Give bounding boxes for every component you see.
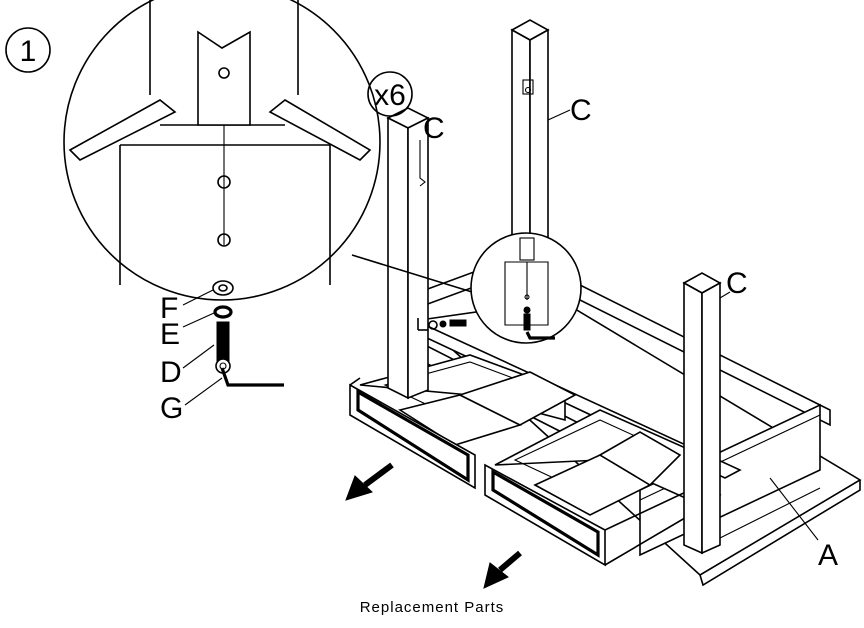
label-c-right: C [726,267,748,300]
pull-out-arrow-icon [483,550,522,589]
step-number: 1 [20,35,37,68]
detail-leader-line [351,254,473,293]
label-d: D [160,356,182,389]
caption-replacement-parts: Replacement Parts [360,599,505,616]
quantity-badge: x6 [367,71,413,117]
detail-circle-large [63,0,381,301]
leg-back [510,19,550,264]
leg-right [682,272,722,555]
label-c-back: C [570,94,592,127]
allen-key-icon [220,367,284,387]
quantity-text: x6 [374,79,406,112]
pull-out-arrow-icon [345,462,394,501]
label-f: F [160,292,178,325]
label-a: A [818,539,838,572]
bolt-threaded [215,321,231,374]
step-number-badge: 1 [5,27,51,73]
label-c-left: C [423,112,445,145]
left-drawer [349,354,577,490]
label-g: G [160,392,183,425]
leg-left [386,107,430,400]
label-e: E [160,318,180,351]
bolt-icon [417,318,467,331]
detail-circle-small [470,232,582,344]
right-drawer [484,409,691,567]
hardware-exploded-view [212,280,284,387]
